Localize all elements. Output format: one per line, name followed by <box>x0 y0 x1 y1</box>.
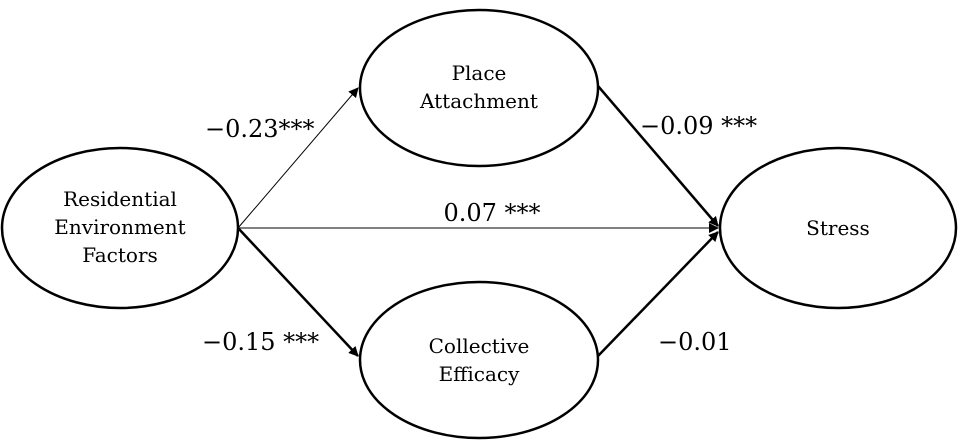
node-residential-environment-factors: Residential Environment Factors <box>0 146 240 310</box>
coefficient-residential-to-collective: −0.15 *** <box>202 328 319 356</box>
node-label-line: Place <box>452 61 507 85</box>
node-place-attachment: Place Attachment <box>358 8 600 168</box>
node-label-line: Attachment <box>419 89 538 113</box>
node-label-line: Residential <box>63 187 177 211</box>
coefficient-residential-to-stress: 0.07 *** <box>443 199 540 227</box>
edge-collective-to-stress <box>597 231 719 357</box>
node-label-line: Collective <box>429 334 530 358</box>
node-label-line: Stress <box>806 216 870 240</box>
coefficient-collective-to-stress: −0.01 <box>658 328 732 356</box>
node-label-line: Environment <box>54 215 185 239</box>
edge-place-to-stress <box>597 85 719 227</box>
coefficient-residential-to-place: −0.23*** <box>205 115 315 143</box>
node-stress: Stress <box>718 146 958 310</box>
edge-residential-to-collective <box>237 227 359 357</box>
edge-residential-to-place <box>237 87 359 229</box>
coefficient-place-to-stress: −0.09 *** <box>640 112 757 140</box>
node-label-line: Efficacy <box>439 362 521 386</box>
node-label-line: Factors <box>82 243 158 267</box>
node-collective-efficacy: Collective Efficacy <box>358 280 600 440</box>
